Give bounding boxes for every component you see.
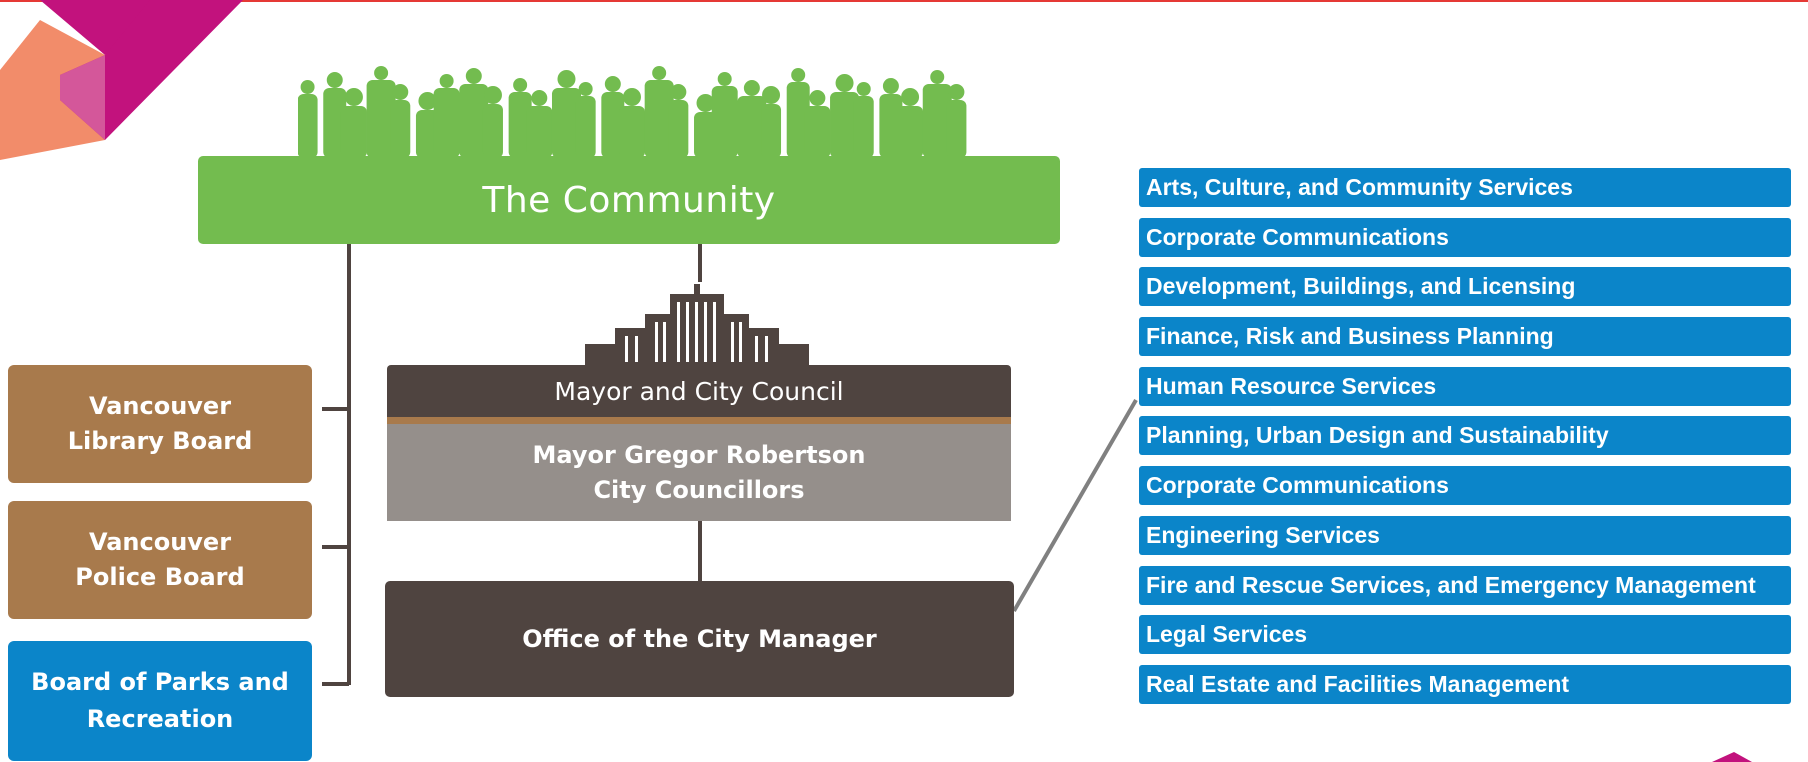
crowd-silhouette-icon bbox=[298, 66, 967, 158]
department-item: Corporate Communications bbox=[1139, 217, 1791, 257]
city-manager-box: Office of the City Manager bbox=[385, 581, 1014, 697]
department-item: Planning, Urban Design and Sustainabilit… bbox=[1139, 416, 1791, 456]
library-board-box: Vancouver Library Board bbox=[8, 365, 312, 483]
department-item: Real Estate and Facilities Management bbox=[1139, 664, 1791, 704]
corner-logo-fragment bbox=[1712, 752, 1752, 762]
council-divider bbox=[387, 417, 1011, 424]
top-accent-rule bbox=[0, 0, 1808, 2]
department-item: Fire and Rescue Services, and Emergency … bbox=[1139, 565, 1791, 605]
department-item: Human Resource Services bbox=[1139, 366, 1791, 406]
police-board-box: Vancouver Police Board bbox=[8, 501, 312, 619]
parks-board-box: Board of Parks and Recreation bbox=[8, 641, 312, 761]
city-hall-icon bbox=[585, 284, 809, 366]
department-item: Engineering Services bbox=[1139, 515, 1791, 555]
department-item: Development, Buildings, and Licensing bbox=[1139, 267, 1791, 307]
department-item: Corporate Communications bbox=[1139, 466, 1791, 506]
council-members-box: Mayor Gregor Robertson City Councillors bbox=[387, 424, 1011, 521]
department-item: Finance, Risk and Business Planning bbox=[1139, 317, 1791, 357]
council-header: Mayor and City Council bbox=[387, 365, 1011, 417]
department-item: Legal Services bbox=[1139, 615, 1791, 655]
department-item: Arts, Culture, and Community Services bbox=[1139, 168, 1791, 207]
brand-logo-icon bbox=[0, 0, 243, 160]
community-box: The Community bbox=[198, 156, 1060, 244]
